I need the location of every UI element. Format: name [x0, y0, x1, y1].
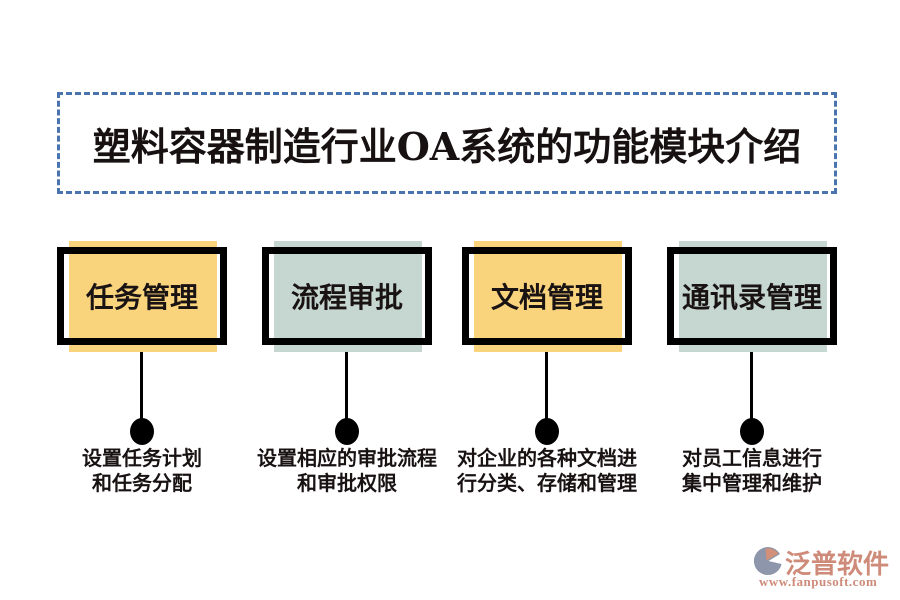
module-fill-rect [679, 241, 827, 352]
connector-line [750, 352, 753, 422]
module-description: 设置相应的审批流程 和审批权限 [257, 446, 437, 495]
module-column-task: 任务管理 设置任务计划 和任务分配 [57, 241, 227, 511]
module-fill-rect [274, 241, 422, 352]
connector-line [345, 352, 348, 422]
module-frame: 流程审批 [262, 247, 432, 345]
module-label: 通讯录管理 [681, 281, 822, 314]
module-frame: 文档管理 [462, 247, 632, 345]
module-column-workflow: 流程审批 设置相应的审批流程 和审批权限 [257, 241, 437, 511]
module-description: 对员工信息进行 集中管理和维护 [682, 446, 822, 495]
module-label: 任务管理 [85, 281, 198, 314]
module-frame: 任务管理 [57, 247, 227, 345]
module-fill-rect [69, 241, 217, 352]
module-description: 对企业的各种文档进 行分类、存储和管理 [457, 446, 637, 495]
logo-text: 泛普软件 [785, 550, 890, 580]
page-title: 塑料容器制造行业OA系统的功能模块介绍 [92, 123, 802, 169]
module-column-document: 文档管理 对企业的各种文档进 行分类、存储和管理 [457, 241, 637, 511]
module-label: 文档管理 [490, 281, 603, 314]
connector-line [140, 352, 143, 422]
module-description: 设置任务计划 和任务分配 [82, 446, 202, 495]
connector-dot [535, 418, 559, 445]
connector-dot [335, 418, 359, 445]
title-box: 塑料容器制造行业OA系统的功能模块介绍 [57, 92, 837, 194]
module-frame: 通讯录管理 [667, 247, 837, 345]
vendor-logo: 泛普软件 www.fanpusoft.com [752, 544, 892, 592]
module-column-contacts: 通讯录管理 对员工信息进行 集中管理和维护 [667, 241, 837, 511]
module-fill-rect [474, 241, 622, 352]
connector-dot [740, 418, 764, 445]
logo-url: www.fanpusoft.com [759, 574, 878, 589]
module-label: 流程审批 [290, 281, 403, 314]
connector-line [545, 352, 548, 422]
fanpu-logo-icon [753, 547, 782, 576]
connector-dot [130, 418, 154, 445]
